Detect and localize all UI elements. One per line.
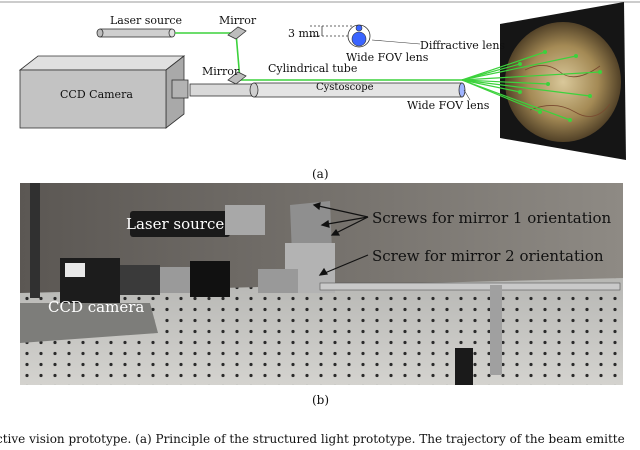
photo-screws-mirror1-label: Screws for mirror 1 orientation: [372, 209, 612, 227]
mirror-side: [227, 71, 247, 85]
photo-ccd-camera-label: CCD camera: [48, 298, 145, 316]
wide-fov-lens-label: Wide FOV lens: [407, 99, 490, 112]
mirror-top-label: Mirror: [219, 14, 257, 27]
light-rays: [461, 51, 601, 121]
mirror-top: [227, 26, 247, 40]
laser-beams: [175, 32, 462, 81]
photo-laser-source-label: Laser source: [126, 215, 225, 233]
ccd-camera-label: CCD Camera: [60, 88, 133, 101]
laser-source-device: [96, 28, 176, 38]
caption-a: (a): [312, 167, 329, 181]
laser-source-label: Laser source: [110, 14, 183, 27]
cystoscope-tube: [189, 82, 466, 98]
photo-screw-mirror2-label: Screw for mirror 2 orientation: [372, 247, 604, 265]
leader-lines: [371, 39, 471, 101]
cystoscope-label: Cystoscope: [316, 82, 374, 93]
cylindrical-tube-label: Cylindrical tube: [268, 62, 358, 75]
ccd-camera-box: [18, 55, 189, 129]
light-spots: [518, 50, 602, 122]
dimension-label: 3 mm: [288, 27, 320, 40]
mirror-side-label: Mirror: [202, 65, 240, 78]
prototype-photo: Laser source Screws for mirror 1 orienta…: [20, 183, 623, 385]
lens-inset: [310, 24, 371, 48]
diffractive-lens-label: Diffractive lens: [420, 39, 506, 52]
bladder-image: [500, 2, 626, 160]
caption-b: (b): [312, 393, 330, 407]
figure-caption: ctive vision prototype. (a) Principle of…: [0, 432, 625, 446]
wide-fov-lens-inset-label: Wide FOV lens: [346, 51, 429, 64]
